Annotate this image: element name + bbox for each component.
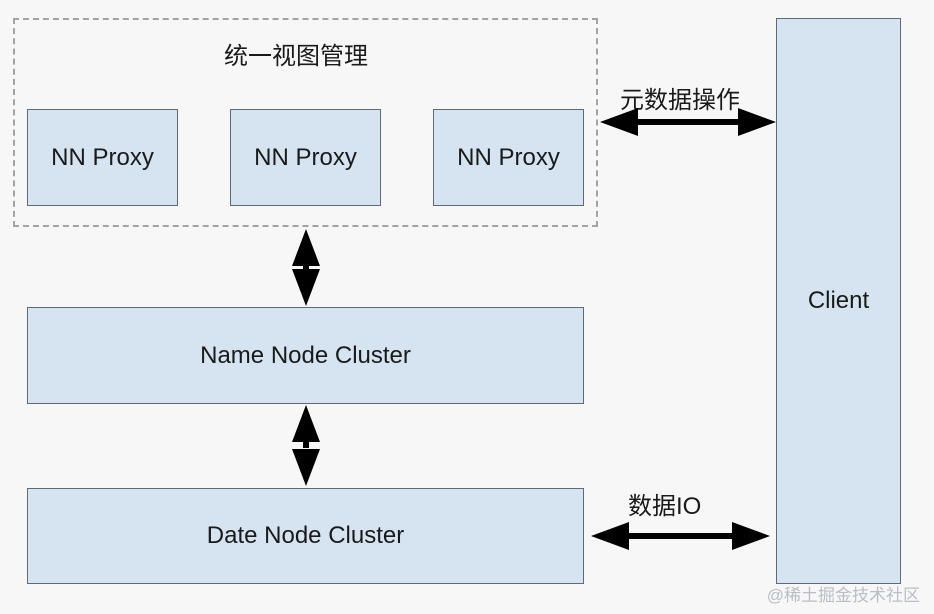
namenode-datanode-arrow [292,405,320,486]
name-node-cluster: Name Node Cluster [27,307,584,404]
data-node-cluster: Date Node Cluster [27,488,584,584]
proxy-namenode-arrow [292,229,320,306]
nn-proxy-node-2: NN Proxy [230,109,381,206]
data-io-arrow [591,522,770,550]
group-title: 统一视图管理 [224,43,368,70]
data-io-label: 数据IO [628,493,702,520]
unified-view-group [13,18,598,227]
nn-proxy-node-1: NN Proxy [27,109,178,206]
client-node: Client [776,18,901,584]
nn-proxy-node-3: NN Proxy [433,109,584,206]
metadata-arrow [600,108,776,136]
watermark-text: @稀土掘金技术社区 [766,586,920,605]
metadata-ops-label: 元数据操作 [620,87,740,114]
